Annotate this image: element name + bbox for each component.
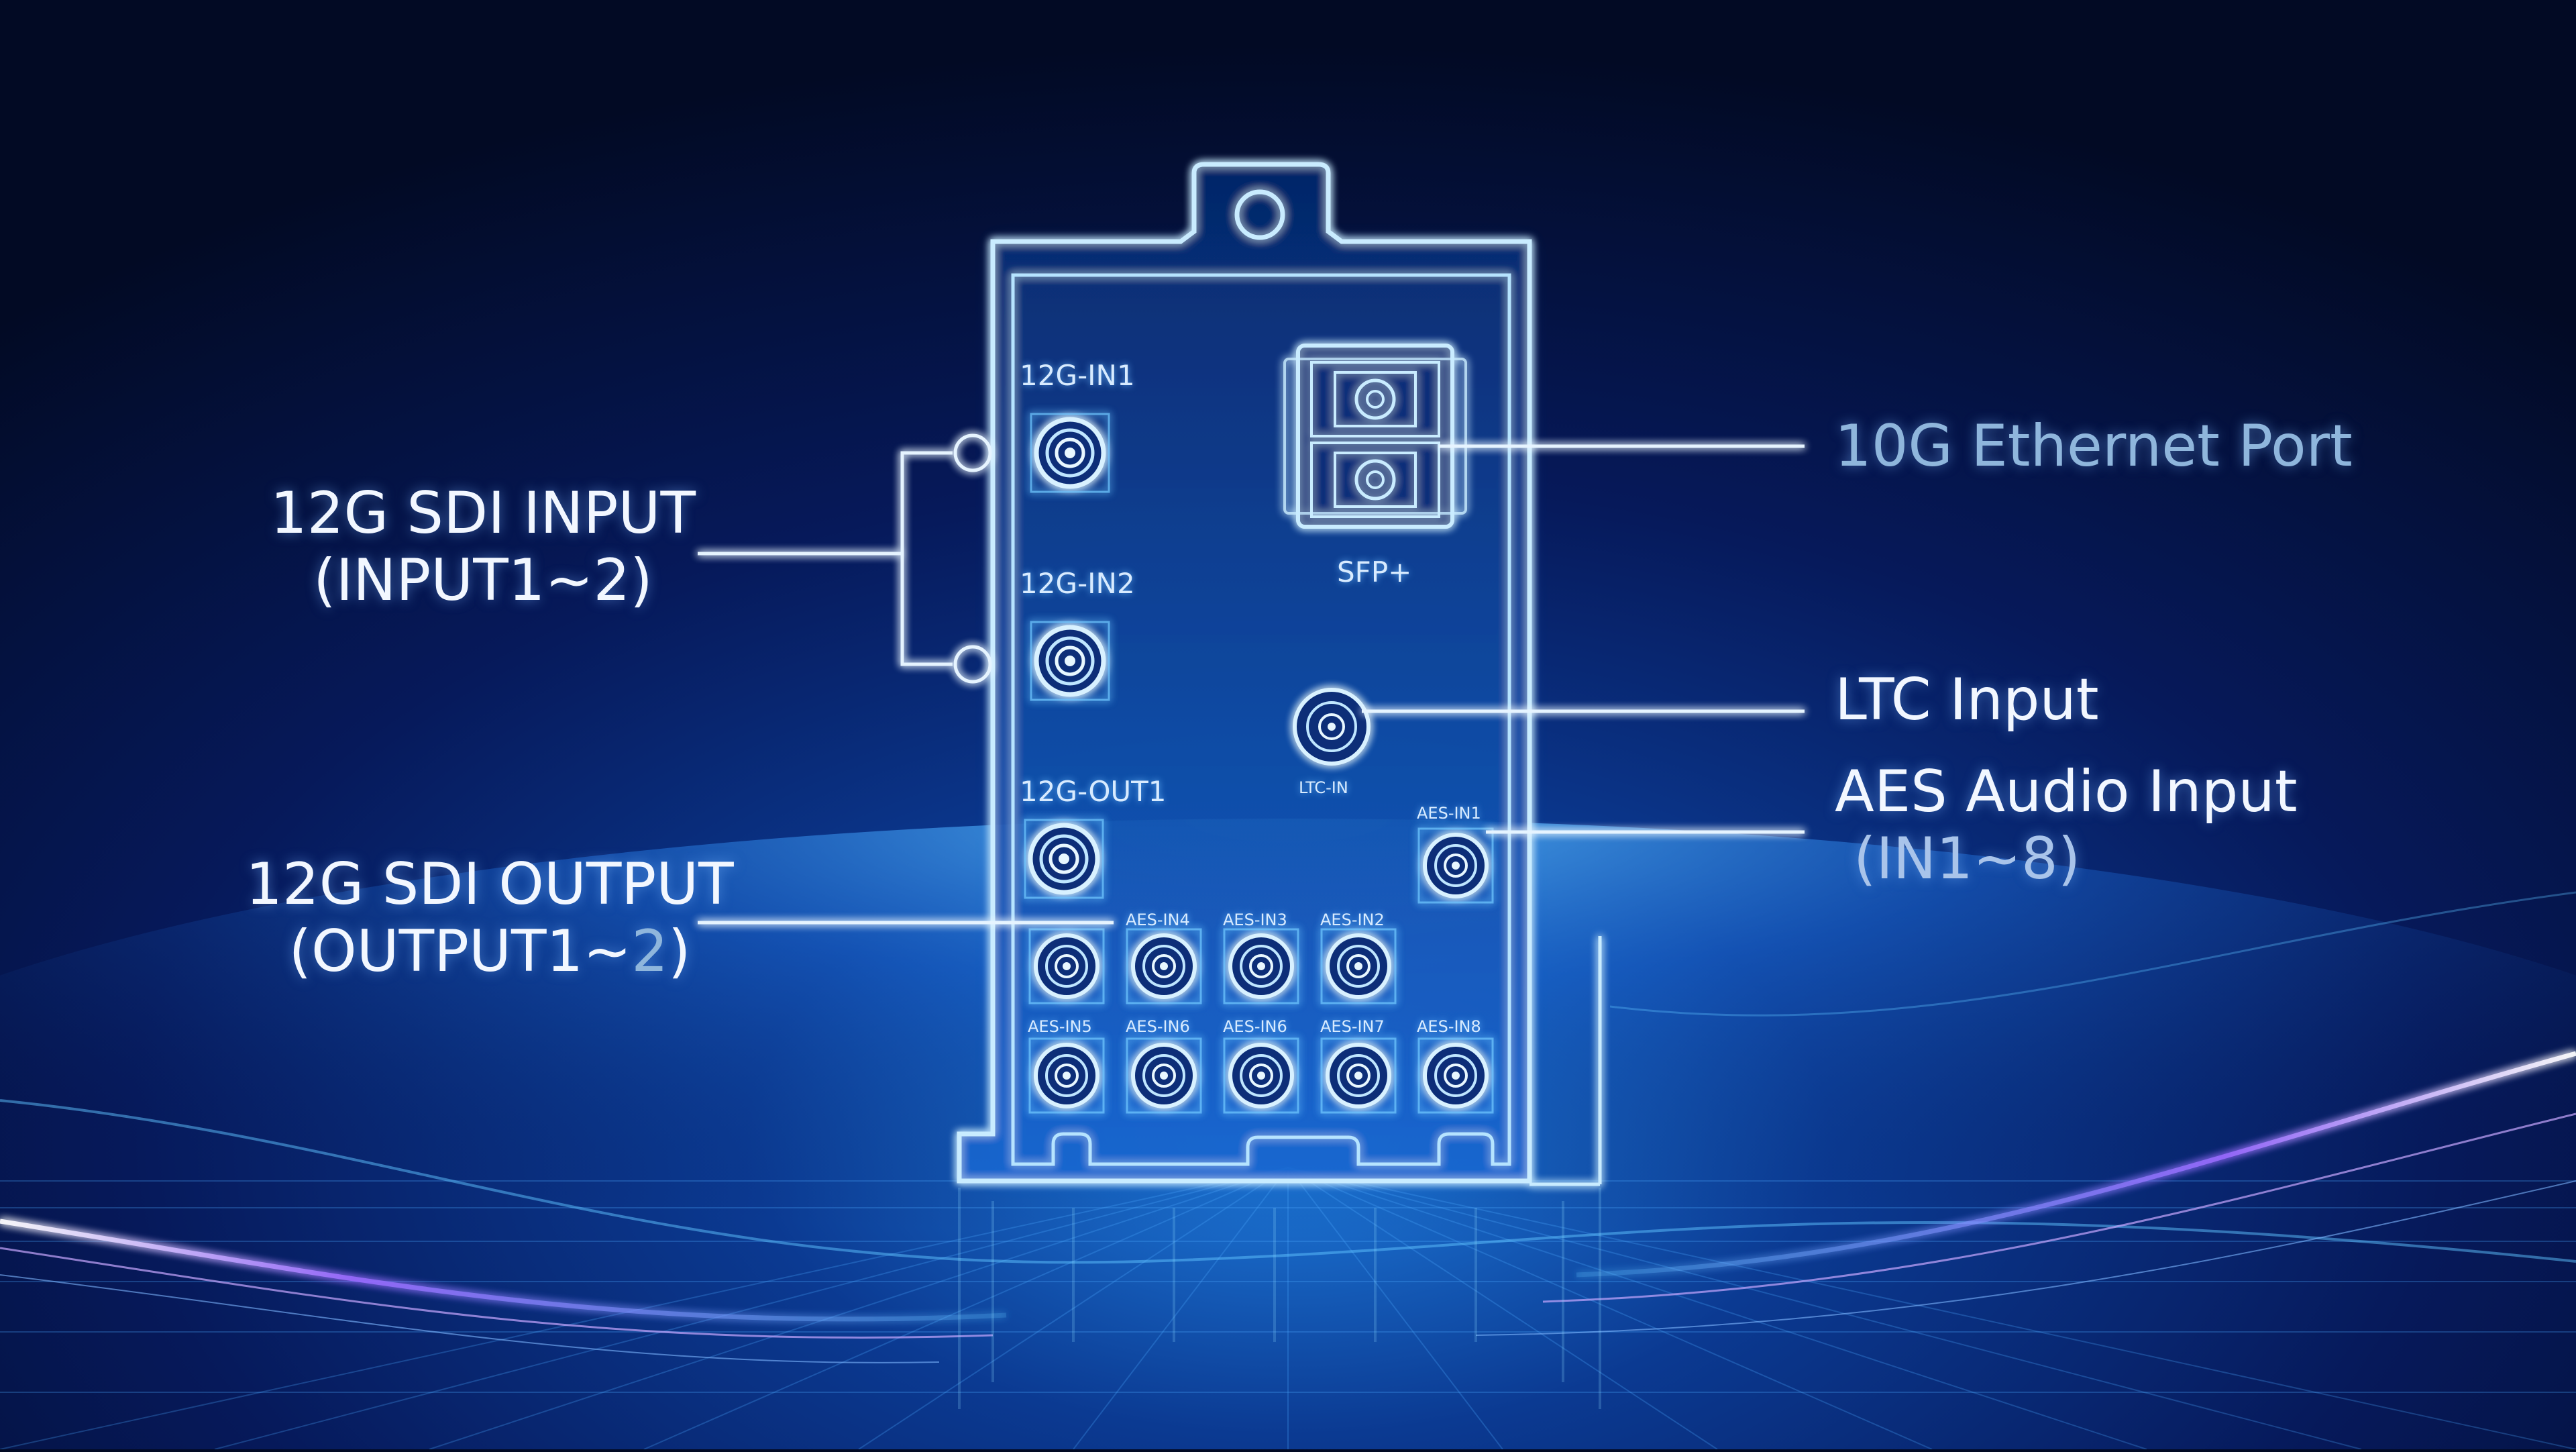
label-aes-in3: AES-IN3 bbox=[1223, 911, 1287, 929]
bracket-node-top bbox=[953, 433, 992, 472]
callout-sdi-output-sub-main: (OUTPUT1~ bbox=[288, 918, 632, 985]
callout-sdi-input: 12G SDI INPUT (INPUT1~2) bbox=[228, 480, 738, 614]
label-aes-in1: AES-IN1 bbox=[1417, 804, 1481, 823]
callout-ltc: LTC Input bbox=[1835, 666, 2099, 733]
label-sfp: SFP+ bbox=[1337, 556, 1412, 588]
label-ltc-in: LTC-IN bbox=[1299, 778, 1348, 797]
label-aes-in6b: AES-IN6 bbox=[1223, 1017, 1287, 1036]
callout-ethernet: 10G Ethernet Port bbox=[1835, 413, 2353, 480]
label-aes-in2: AES-IN2 bbox=[1320, 911, 1385, 929]
label-12g-in2: 12G-IN2 bbox=[1020, 567, 1135, 600]
bracket-node-bottom bbox=[953, 645, 992, 684]
mount-hole bbox=[1234, 189, 1285, 240]
callout-sdi-output-sub-end: ) bbox=[668, 918, 691, 985]
label-12g-in1: 12G-IN1 bbox=[1020, 359, 1135, 392]
sfp-cage bbox=[1283, 344, 1467, 529]
board-reflection bbox=[958, 1188, 1601, 1409]
callout-sdi-output-sub-accent: 2 bbox=[631, 918, 668, 985]
label-aes-in7: AES-IN7 bbox=[1320, 1017, 1385, 1036]
callout-sdi-input-title: 12G SDI INPUT bbox=[270, 480, 696, 547]
label-aes-in6a: AES-IN6 bbox=[1126, 1017, 1190, 1036]
leader-lines bbox=[698, 433, 1805, 925]
label-aes-in8: AES-IN8 bbox=[1417, 1017, 1481, 1036]
connector-ltc-in bbox=[1293, 688, 1371, 766]
label-12g-out1: 12G-OUT1 bbox=[1020, 775, 1167, 808]
board-inner-outline bbox=[1011, 273, 1511, 1166]
callout-ltc-title: LTC Input bbox=[1835, 666, 2099, 733]
callout-sdi-output: 12G SDI OUTPUT (OUTPUT1~2) bbox=[221, 851, 758, 985]
callout-sdi-output-sub: (OUTPUT1~2) bbox=[221, 918, 758, 985]
callout-aes: AES Audio Input (IN1~8) bbox=[1835, 758, 2298, 892]
bnc-connectors bbox=[1025, 414, 1493, 1112]
label-aes-in4: AES-IN4 bbox=[1126, 911, 1190, 929]
bracket-sdi-input bbox=[900, 451, 953, 666]
light-waves bbox=[0, 891, 2576, 1363]
callout-sdi-output-title: 12G SDI OUTPUT bbox=[246, 851, 734, 918]
label-aes-in5: AES-IN5 bbox=[1028, 1017, 1092, 1036]
callout-aes-title: AES Audio Input bbox=[1835, 758, 2298, 825]
callout-aes-sub: (IN1~8) bbox=[1854, 825, 2081, 892]
callout-ethernet-title: 10G Ethernet Port bbox=[1835, 413, 2353, 480]
callout-sdi-input-sub: (INPUT1~2) bbox=[313, 547, 653, 614]
